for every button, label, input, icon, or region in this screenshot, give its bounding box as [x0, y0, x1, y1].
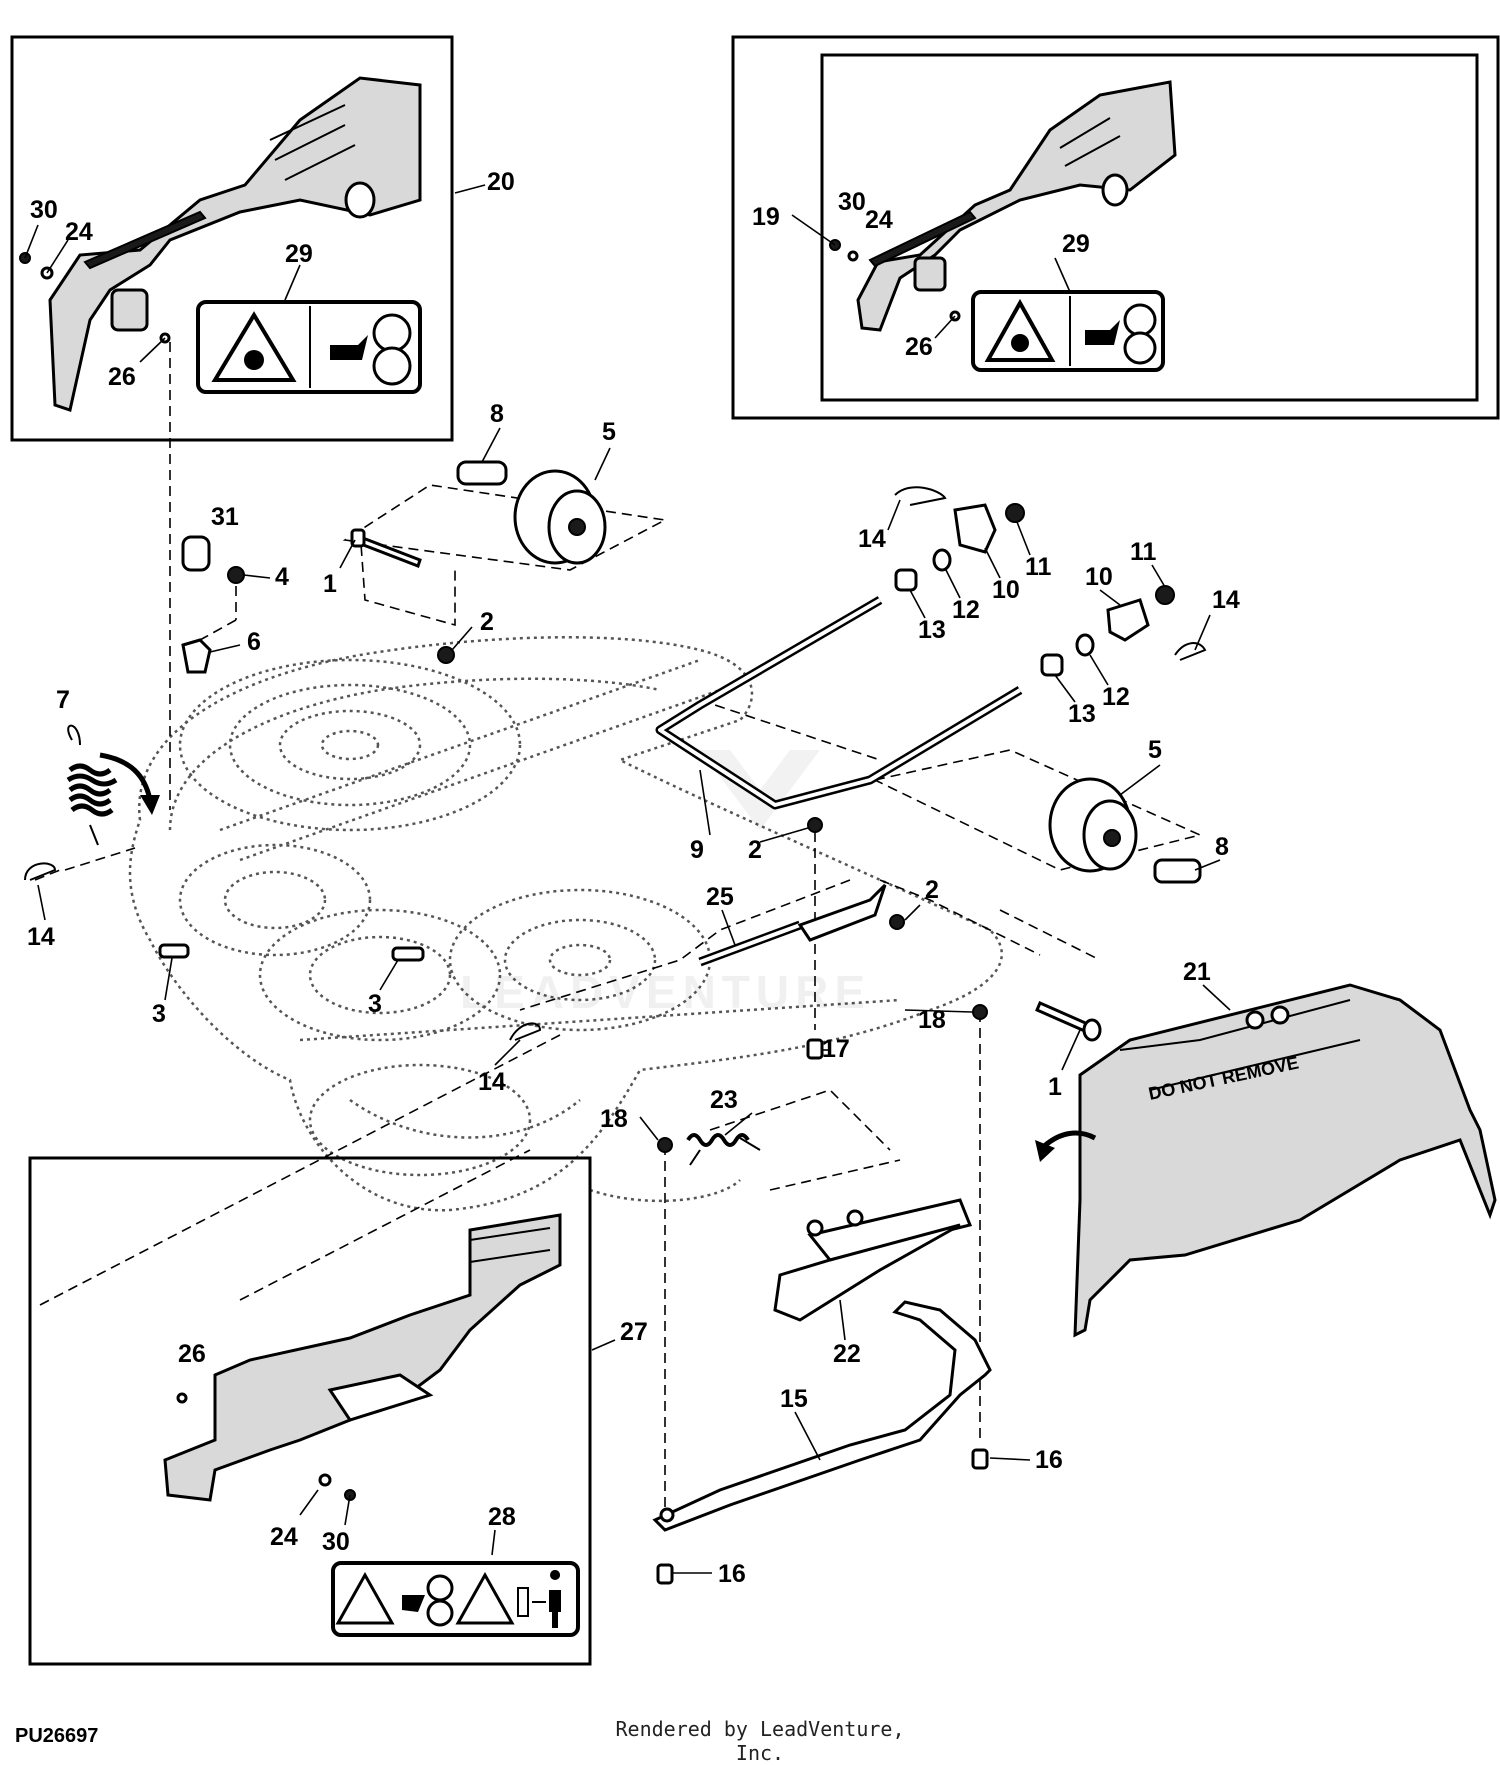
callout-9: 9 — [690, 836, 704, 864]
callout-21: 21 — [1183, 958, 1211, 986]
main-callouts: 8 5 31 4 1 2 6 7 14 11 10 12 13 11 10 14… — [27, 400, 1240, 1588]
callout-1: 1 — [323, 570, 337, 598]
warning-triangle-icon — [335, 1571, 395, 1625]
callout-2: 2 — [748, 836, 762, 864]
callout-10: 10 — [1085, 563, 1113, 591]
curved-arrow-icon — [1035, 1140, 1055, 1162]
diagram-code: PU26697 — [15, 1725, 99, 1747]
mower-deck-outline — [128, 636, 1003, 1212]
callout-5: 5 — [602, 418, 616, 446]
warning-triangle-icon — [211, 311, 297, 382]
callout-25: 25 — [706, 883, 734, 911]
callout-30: 30 — [30, 196, 58, 224]
main-leaders — [37, 427, 1231, 1574]
callout-10: 10 — [992, 576, 1020, 604]
callout-11: 11 — [1025, 553, 1052, 581]
decal-29-right — [971, 290, 1165, 372]
decal-28 — [331, 1561, 580, 1637]
callout-27: 27 — [620, 1318, 648, 1346]
wheel-front — [1048, 777, 1202, 884]
callout-24: 24 — [65, 218, 93, 246]
rod-25 — [698, 883, 887, 967]
callout-29: 29 — [1062, 230, 1090, 258]
callout-23: 23 — [710, 1086, 738, 1114]
curved-arrow-icon — [140, 795, 160, 815]
callout-3: 3 — [152, 1000, 166, 1028]
height-rod — [655, 596, 1023, 810]
callout-24: 24 — [865, 206, 893, 234]
callout-14: 14 — [858, 525, 886, 553]
callout-12: 12 — [952, 596, 980, 624]
callout-13: 13 — [918, 616, 946, 644]
callout-22: 22 — [833, 1340, 861, 1368]
callout-16: 16 — [718, 1560, 746, 1588]
bracket-22 — [773, 1198, 973, 1322]
callout-28: 28 — [488, 1503, 516, 1531]
callout-24: 24 — [270, 1523, 298, 1551]
blade-hazard-icon — [372, 313, 412, 353]
callout-20: 20 — [487, 168, 515, 196]
callout-3: 3 — [368, 990, 382, 1018]
inset-box-19: 19 30 24 29 26 — [731, 35, 1500, 420]
callout-30: 30 — [322, 1528, 350, 1556]
inset-box-20: 30 24 29 26 20 — [10, 35, 515, 442]
callout-8: 8 — [1215, 833, 1229, 861]
callout-16: 16 — [1035, 1446, 1063, 1474]
rendered-by-credit: Rendered by LeadVenture, Inc. — [615, 1717, 905, 1765]
callout-19: 19 — [752, 203, 780, 231]
callout-30: 30 — [838, 188, 866, 216]
callout-26: 26 — [178, 1340, 206, 1368]
hardware — [24, 486, 1207, 1585]
decal-29-left — [196, 300, 422, 394]
callout-6: 6 — [247, 628, 261, 656]
callout-2: 2 — [480, 608, 494, 636]
bracket-15 — [652, 1300, 992, 1532]
callout-12: 12 — [1102, 683, 1130, 711]
callout-14: 14 — [478, 1068, 506, 1096]
callout-7: 7 — [56, 686, 70, 714]
person-distance-icon — [549, 1570, 561, 1628]
callout-5: 5 — [1148, 736, 1162, 764]
callout-17: 17 — [822, 1035, 850, 1063]
watermark-text: LEADVENTURE — [460, 966, 872, 1018]
blade-hazard-icon — [426, 1574, 454, 1602]
callout-31: 31 — [211, 503, 239, 531]
inset-box-27: 26 24 30 28 27 — [28, 1156, 648, 1666]
callout-8: 8 — [490, 400, 504, 428]
callout-14: 14 — [27, 923, 55, 951]
callout-15: 15 — [780, 1385, 808, 1413]
callout-13: 13 — [1068, 700, 1096, 728]
callout-29: 29 — [285, 240, 313, 268]
callout-11: 11 — [1130, 538, 1157, 566]
wheel-rear — [456, 460, 607, 565]
callout-14: 14 — [1212, 586, 1240, 614]
callout-1: 1 — [1048, 1073, 1062, 1101]
callout-26: 26 — [905, 333, 933, 361]
shield-21: DO NOT REMOVE — [1035, 983, 1497, 1338]
callout-18: 18 — [600, 1105, 628, 1133]
callout-2: 2 — [925, 876, 939, 904]
hand-hazard-icon — [244, 350, 264, 370]
assembly-lines — [34, 342, 1203, 1510]
warning-triangle-icon — [984, 298, 1056, 362]
callout-4: 4 — [275, 563, 289, 591]
callout-26: 26 — [108, 363, 136, 391]
